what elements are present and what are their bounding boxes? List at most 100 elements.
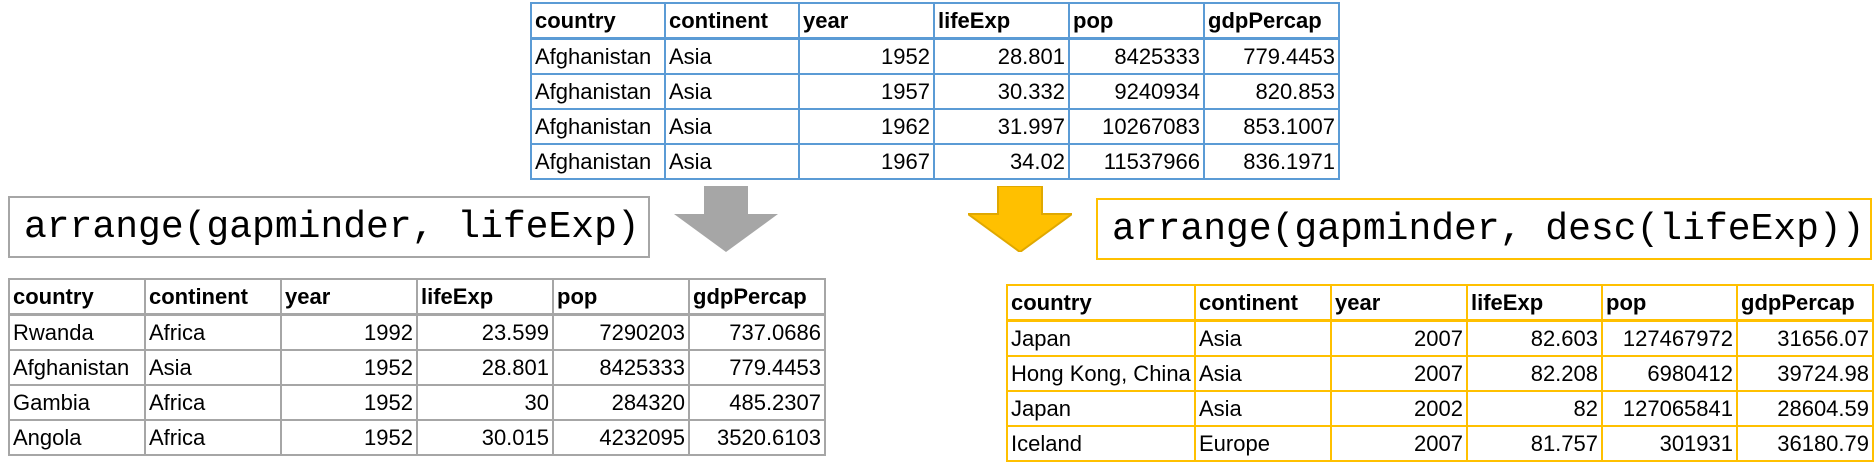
table-cell: 2007 bbox=[1330, 425, 1468, 462]
table-cell: 284320 bbox=[552, 384, 690, 421]
table-cell: 8425333 bbox=[552, 349, 690, 386]
table-cell: Afghanistan bbox=[530, 37, 666, 75]
table-cell: Africa bbox=[144, 313, 282, 351]
table-cell: Asia bbox=[664, 37, 800, 75]
table-cell: 23.599 bbox=[416, 313, 554, 351]
table-row: Afghanistan Asia 1957 30.332 9240934 820… bbox=[530, 73, 1340, 110]
table-cell: 2007 bbox=[1330, 355, 1468, 392]
table-cell: 30.015 bbox=[416, 419, 554, 456]
table-row: Japan Asia 2007 82.603 127467972 31656.0… bbox=[1006, 319, 1874, 357]
table-cell: 31656.07 bbox=[1736, 319, 1874, 357]
table-cell: 7290203 bbox=[552, 313, 690, 351]
column-header: continent bbox=[1194, 284, 1332, 322]
column-header: lifeExp bbox=[933, 2, 1070, 40]
table-cell: 82.603 bbox=[1466, 319, 1603, 357]
table-cell: 8425333 bbox=[1068, 37, 1205, 75]
table-cell: 1952 bbox=[280, 349, 418, 386]
ascending-result-table: country continent year lifeExp pop gdpPe… bbox=[8, 278, 826, 456]
table-cell: 3520.6103 bbox=[688, 419, 826, 456]
source-table: country continent year lifeExp pop gdpPe… bbox=[530, 2, 1340, 180]
table-cell: 31.997 bbox=[933, 108, 1070, 145]
table-cell: 2002 bbox=[1330, 390, 1468, 427]
table-cell: 1957 bbox=[798, 73, 935, 110]
column-header: pop bbox=[552, 278, 690, 316]
table-cell: Afghanistan bbox=[530, 143, 666, 180]
column-header: gdpPercap bbox=[1203, 2, 1340, 40]
table-cell: 779.4453 bbox=[1203, 37, 1340, 75]
table-row: Afghanistan Asia 1967 34.02 11537966 836… bbox=[530, 143, 1340, 180]
down-arrow-gold-icon bbox=[968, 186, 1072, 252]
table-row: Afghanistan Asia 1952 28.801 8425333 779… bbox=[8, 349, 826, 386]
table-header-row: country continent year lifeExp pop gdpPe… bbox=[1006, 284, 1874, 322]
table-cell: 82 bbox=[1466, 390, 1603, 427]
table-cell: Asia bbox=[664, 108, 800, 145]
table-cell: Japan bbox=[1006, 319, 1196, 357]
table-row: Japan Asia 2002 82 127065841 28604.59 bbox=[1006, 390, 1874, 427]
table-cell: Asia bbox=[664, 143, 800, 180]
table-cell: 39724.98 bbox=[1736, 355, 1874, 392]
table-row: Afghanistan Asia 1962 31.997 10267083 85… bbox=[530, 108, 1340, 145]
column-header: year bbox=[798, 2, 935, 40]
column-header: lifeExp bbox=[1466, 284, 1603, 322]
table-cell: Hong Kong, China bbox=[1006, 355, 1196, 392]
column-header: continent bbox=[664, 2, 800, 40]
table-cell: 853.1007 bbox=[1203, 108, 1340, 145]
column-header: country bbox=[530, 2, 666, 40]
table-cell: 737.0686 bbox=[688, 313, 826, 351]
column-header: pop bbox=[1068, 2, 1205, 40]
arrange-descending-code: arrange(gapminder, desc(lifeExp)) bbox=[1096, 198, 1872, 260]
table-cell: 1952 bbox=[798, 37, 935, 75]
table-cell: 34.02 bbox=[933, 143, 1070, 180]
table-cell: 28.801 bbox=[416, 349, 554, 386]
table-cell: 485.2307 bbox=[688, 384, 826, 421]
table-cell: 301931 bbox=[1601, 425, 1738, 462]
table-cell: Asia bbox=[664, 73, 800, 110]
code-text: arrange(gapminder, lifeExp) bbox=[24, 205, 640, 249]
table-cell: 1952 bbox=[280, 384, 418, 421]
table-cell: 4232095 bbox=[552, 419, 690, 456]
descending-result-table: country continent year lifeExp pop gdpPe… bbox=[1006, 284, 1874, 462]
table-cell: 2007 bbox=[1330, 319, 1468, 357]
table-cell: Asia bbox=[144, 349, 282, 386]
table-row: Afghanistan Asia 1952 28.801 8425333 779… bbox=[530, 37, 1340, 75]
table-cell: Europe bbox=[1194, 425, 1332, 462]
table-cell: Japan bbox=[1006, 390, 1196, 427]
table-cell: 6980412 bbox=[1601, 355, 1738, 392]
column-header: year bbox=[1330, 284, 1468, 322]
column-header: country bbox=[1006, 284, 1196, 322]
table-cell: Afghanistan bbox=[530, 108, 666, 145]
column-header: gdpPercap bbox=[1736, 284, 1874, 322]
column-header: continent bbox=[144, 278, 282, 316]
table-cell: 81.757 bbox=[1466, 425, 1603, 462]
table-cell: 28.801 bbox=[933, 37, 1070, 75]
table-header-row: country continent year lifeExp pop gdpPe… bbox=[530, 2, 1340, 40]
table-header-row: country continent year lifeExp pop gdpPe… bbox=[8, 278, 826, 316]
table-cell: 1962 bbox=[798, 108, 935, 145]
table-cell: Iceland bbox=[1006, 425, 1196, 462]
table-cell: Rwanda bbox=[8, 313, 146, 351]
down-arrow-gray-icon bbox=[674, 186, 778, 252]
table-cell: 127467972 bbox=[1601, 319, 1738, 357]
table-cell: Asia bbox=[1194, 355, 1332, 392]
table-cell: Africa bbox=[144, 419, 282, 456]
table-cell: 779.4453 bbox=[688, 349, 826, 386]
table-cell: Afghanistan bbox=[530, 73, 666, 110]
column-header: country bbox=[8, 278, 146, 316]
table-cell: 127065841 bbox=[1601, 390, 1738, 427]
code-text: arrange(gapminder, desc(lifeExp)) bbox=[1112, 207, 1865, 251]
table-cell: Asia bbox=[1194, 390, 1332, 427]
table-cell: 82.208 bbox=[1466, 355, 1603, 392]
table-cell: 1992 bbox=[280, 313, 418, 351]
table-row: Iceland Europe 2007 81.757 301931 36180.… bbox=[1006, 425, 1874, 462]
table-row: Gambia Africa 1952 30 284320 485.2307 bbox=[8, 384, 826, 421]
table-cell: 9240934 bbox=[1068, 73, 1205, 110]
table-cell: 10267083 bbox=[1068, 108, 1205, 145]
table-cell: Asia bbox=[1194, 319, 1332, 357]
table-cell: Gambia bbox=[8, 384, 146, 421]
table-row: Angola Africa 1952 30.015 4232095 3520.6… bbox=[8, 419, 826, 456]
table-cell: Afghanistan bbox=[8, 349, 146, 386]
column-header: lifeExp bbox=[416, 278, 554, 316]
column-header: pop bbox=[1601, 284, 1738, 322]
table-cell: 1952 bbox=[280, 419, 418, 456]
table-cell: 820.853 bbox=[1203, 73, 1340, 110]
